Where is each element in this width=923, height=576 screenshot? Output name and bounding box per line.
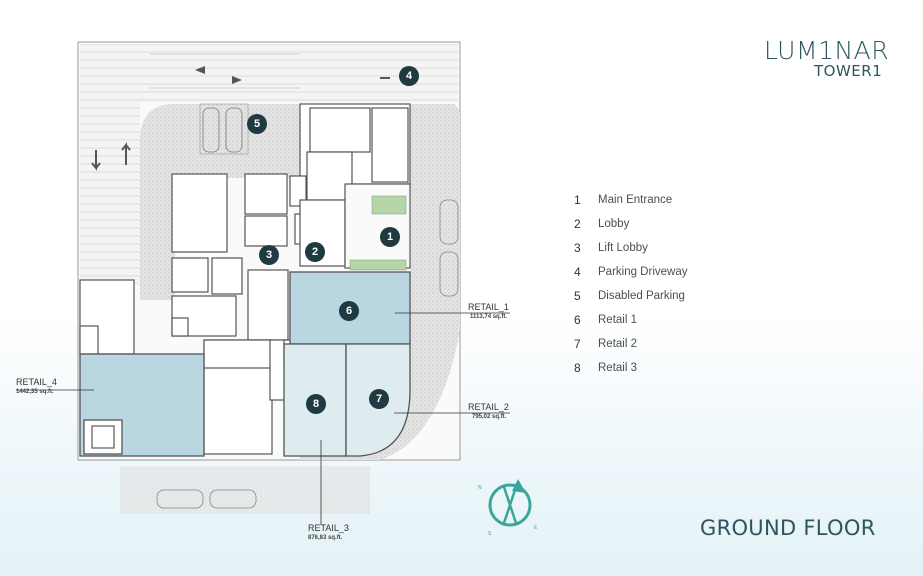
brand-name: LUM1NAR (764, 36, 890, 65)
driveway (140, 104, 300, 300)
svg-text:S: S (488, 531, 492, 537)
landscape (349, 195, 407, 271)
marker-1: 1 (380, 227, 400, 247)
parking-area (80, 44, 458, 284)
retail-3-area (283, 343, 347, 457)
marker-7: 7 (369, 389, 389, 409)
marker-6: 6 (339, 301, 359, 321)
marker-8: 8 (306, 394, 326, 414)
marker-4: 4 (399, 66, 419, 86)
marker-3: 3 (259, 245, 279, 265)
svg-text:N: N (478, 485, 482, 491)
marker-2: 2 (305, 242, 325, 262)
street-cars (156, 199, 459, 509)
compass-icon: N E S (478, 479, 538, 537)
retail-units (79, 271, 411, 457)
marker-5: 5 (247, 114, 267, 134)
brand-tower: TOWER1 (814, 62, 883, 80)
brand-logo: LUM1NAR TOWER1 (764, 36, 890, 80)
building-rooms (79, 103, 411, 455)
leader-lines (16, 312, 510, 525)
sidewalk (300, 104, 460, 460)
svg-text:E: E (534, 525, 538, 531)
floor-title: GROUND FLOOR (700, 516, 876, 540)
